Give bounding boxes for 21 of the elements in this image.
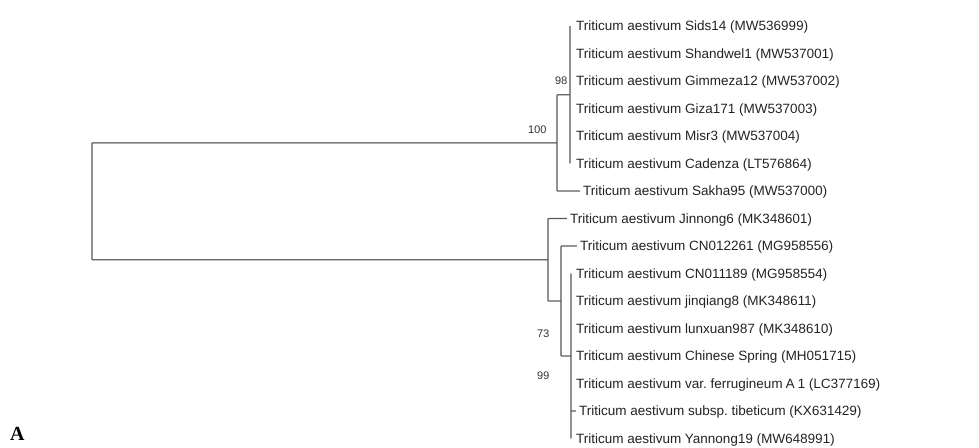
taxon-label: Triticum aestivum Cadenza (LT576864) <box>576 156 812 172</box>
taxon-label: Triticum aestivum subsp. tibeticum (KX631429) <box>579 403 862 419</box>
taxon-label: Triticum aestivum CN012261 (MG958556) <box>580 238 834 254</box>
panel-letter: A <box>10 423 24 445</box>
bootstrap-value: 73 <box>537 328 550 340</box>
taxon-label: Triticum aestivum lunxuan987 (MK348610) <box>576 320 833 336</box>
bootstrap-value: 98 <box>555 74 568 88</box>
taxon-label: Triticum aestivum Gimmeza12 (MW537002) <box>576 73 840 89</box>
taxon-label: Triticum aestivum CN011189 (MG958554) <box>576 266 828 282</box>
taxon-label: Triticum aestivum Jinnong6 (MK348601) <box>570 210 812 226</box>
taxon-label: Triticum aestivum jinqiang8 (MK348611) <box>576 293 816 309</box>
taxon-label: Triticum aestivum Shandwel1 (MW537001) <box>576 46 834 62</box>
bootstrap-value: 99 <box>537 370 550 382</box>
taxon-label: Triticum aestivum Yannong19 (MW648991) <box>576 430 835 446</box>
taxon-label: Triticum aestivum Giza171 (MW537003) <box>576 100 818 116</box>
taxon-label: Triticum aestivum Misr3 (MW537004) <box>576 128 800 144</box>
taxon-label: Triticum aestivum var. ferrugineum A 1 (LC377169) <box>576 376 880 392</box>
taxon-label: Triticum aestivum Chinese Spring (MH051715) <box>576 348 856 364</box>
bootstrap-value: 100 <box>528 124 546 136</box>
taxon-label: Triticum aestivum Sakha95 (MW537000) <box>583 183 828 199</box>
taxon-label: Triticum aestivum Sids14 (MW536999) <box>576 18 808 34</box>
